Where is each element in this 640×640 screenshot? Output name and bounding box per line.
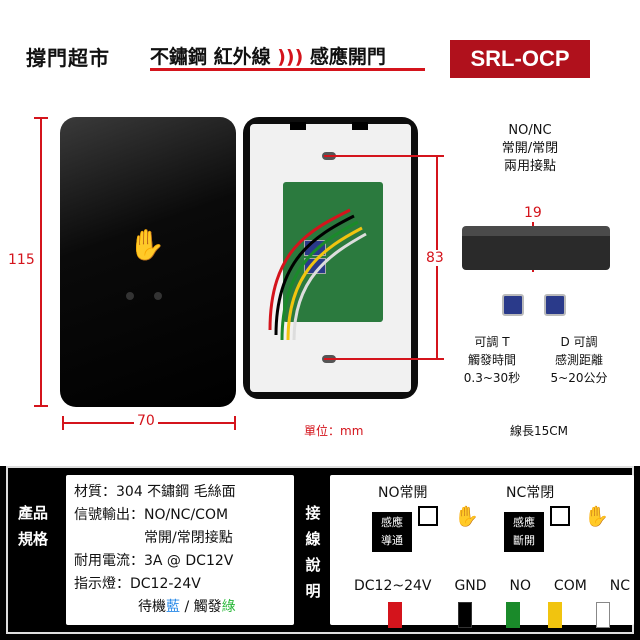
wire-swatch-black (458, 602, 472, 628)
signal-icon: ))) (270, 46, 310, 68)
button-icon (550, 506, 570, 526)
side-view (462, 230, 610, 270)
side-view-top (462, 226, 610, 236)
no-title: NO常開 (378, 485, 428, 501)
wire-swatch-white (596, 602, 610, 628)
spec-side-label: 產品規格 (18, 504, 49, 548)
button-icon (418, 506, 438, 526)
product-title: 不鏽鋼 紅外線 ))) 感應開門 (150, 46, 386, 68)
nc-title: NC常閉 (506, 485, 555, 501)
no-state-box: 感應導通 (372, 512, 412, 552)
hand-icon: ✋ (584, 504, 609, 528)
dim-tick (34, 405, 48, 407)
wire-swatch-red (388, 602, 402, 628)
spec-list: 材質：304 不鏽鋼 毛絲面 信號輸出：NO/NC/COM 常開/常閉接點 耐用… (66, 475, 294, 625)
hand-icon: ✋ (454, 504, 479, 528)
wire-length-label: 線長15CM (510, 424, 569, 438)
title-underline (150, 68, 425, 71)
height-label: 115 (8, 252, 35, 268)
pcb-height-label: 83 (426, 250, 444, 266)
unit-label: 單位：mm (304, 424, 364, 438)
trim-t-icon (502, 294, 524, 316)
sensor-dot (126, 292, 134, 300)
height-dimension-line (40, 117, 42, 407)
dim-tick (62, 416, 64, 430)
sensor-dot (154, 292, 162, 300)
wire-swatch-green (506, 602, 520, 628)
depth-label: 19 (524, 205, 542, 221)
mount-tab (290, 122, 306, 130)
front-panel (60, 117, 236, 407)
trim-d-icon (544, 294, 566, 316)
width-label: 70 (134, 413, 158, 429)
hand-wave-icon: ✋ (128, 228, 166, 263)
dim-guide (324, 358, 444, 360)
mount-tab (352, 122, 368, 130)
wire-swatch-yellow (548, 602, 562, 628)
dim-tick (34, 117, 48, 119)
brand-logo: 撐門超市 (26, 46, 110, 70)
nc-state-box: 感應斷開 (504, 512, 544, 552)
dim-guide (324, 155, 444, 157)
wiring-side-label: 接線說明 (305, 504, 321, 600)
dim-tick (234, 416, 236, 430)
wire-bundle (268, 208, 367, 341)
model-badge: SRL-OCP (450, 40, 590, 78)
